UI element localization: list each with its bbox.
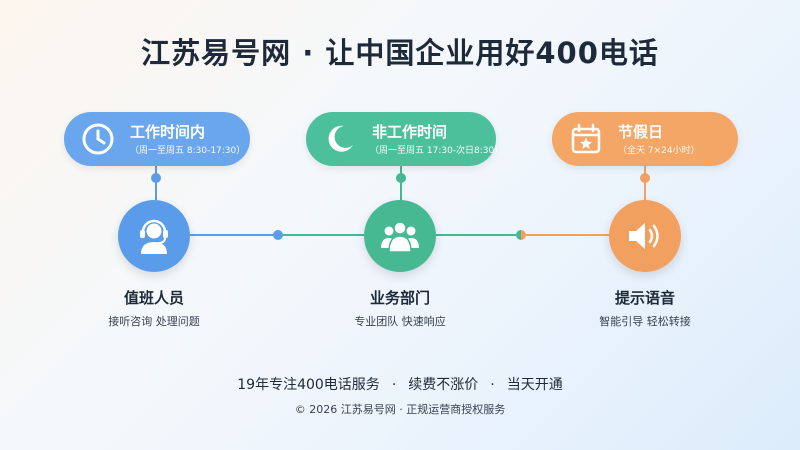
slogan-separator: · — [490, 377, 495, 393]
connector-line-1 — [190, 234, 274, 236]
connector-line-3 — [436, 234, 516, 236]
node-label: 提示语音 — [614, 289, 675, 307]
connector-dot-2 — [516, 230, 526, 240]
speaker-icon — [629, 223, 659, 249]
pill-subtitle: （周一至周五 17:30-次日8:30） — [370, 146, 504, 156]
pill-working-hours: 工作时间内 （周一至周五 8:30-17:30） — [64, 112, 250, 166]
node-duty-staff — [118, 200, 190, 272]
vertical-connector-2 — [400, 166, 402, 200]
connector-dot-1 — [273, 230, 283, 240]
vertical-dot-1 — [151, 173, 161, 183]
pill-title: 工作时间内 — [130, 123, 206, 141]
page-title: 江苏易号网 · 让中国企业用好400电话 — [141, 36, 659, 70]
slogan-item: 当天开通 — [506, 377, 563, 393]
node-label: 业务部门 — [369, 289, 430, 307]
vertical-connector-1 — [155, 166, 157, 200]
vertical-dot-3 — [640, 173, 650, 183]
vertical-connector-3 — [644, 166, 646, 200]
node-sublabel: 专业团队 快速响应 — [354, 315, 446, 328]
slogan-item: 续费不涨价 — [408, 377, 479, 393]
pill-off-hours: 非工作时间 （周一至周五 17:30-次日8:30） — [306, 112, 503, 166]
clock-icon — [82, 123, 114, 155]
pill-holidays: 节假日 （全天 7×24小时） — [552, 112, 738, 166]
pill-subtitle: （周一至周五 8:30-17:30） — [130, 146, 246, 156]
headset-agent-icon — [140, 219, 168, 254]
pill-title: 节假日 — [618, 123, 664, 141]
slogan-separator: · — [391, 377, 397, 393]
node-sublabel: 接听咨询 处理问题 — [108, 315, 200, 328]
calendar-star-icon — [571, 123, 601, 154]
pill-subtitle: （全天 7×24小时） — [618, 146, 700, 156]
copyright: © 2026 江苏易号网 · 正规运营商授权服务 — [294, 403, 506, 416]
slogan-item: 19年专注400电话服务 — [237, 377, 380, 393]
connector-line-2 — [282, 234, 364, 236]
moon-icon — [328, 125, 353, 152]
pill-title: 非工作时间 — [372, 123, 448, 141]
slogan-line: 19年专注400电话服务 · 续费不涨价 · 当天开通 — [0, 374, 800, 394]
vertical-dot-2 — [396, 173, 406, 183]
node-sublabel: 智能引导 轻松转接 — [599, 315, 691, 328]
node-business-dept — [364, 200, 436, 272]
connector-line-4 — [526, 234, 609, 236]
node-label: 值班人员 — [123, 289, 184, 307]
node-voice-prompt — [609, 200, 681, 272]
team-icon — [381, 221, 419, 253]
